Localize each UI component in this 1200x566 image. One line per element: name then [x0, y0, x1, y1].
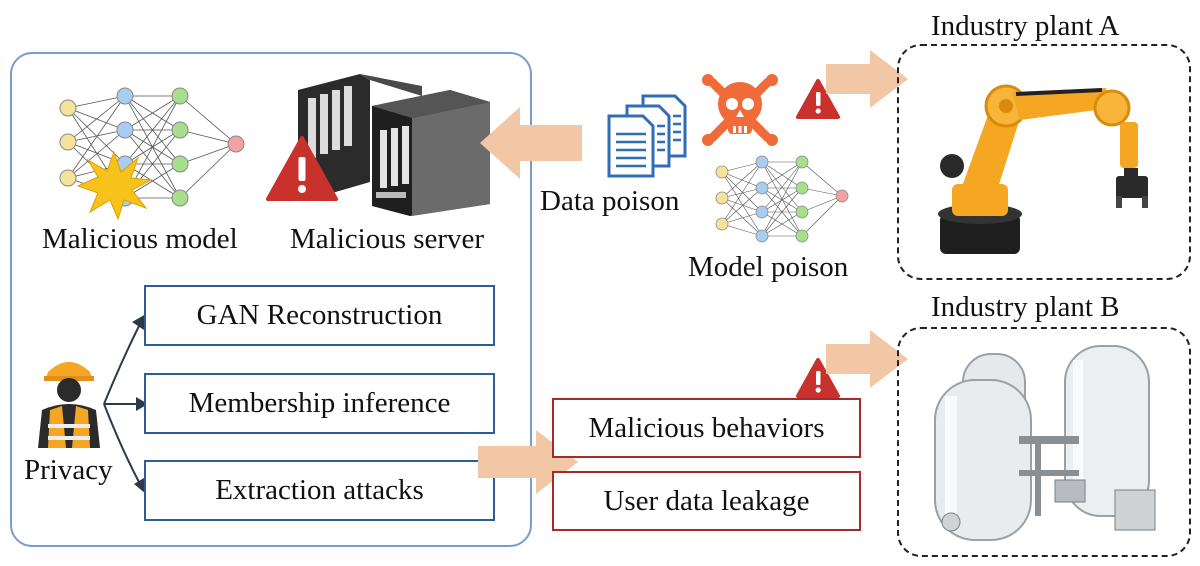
user-data-leakage-box: User data leakage	[552, 471, 861, 531]
warning-triangle-icon	[266, 136, 338, 201]
worker-icon	[38, 362, 100, 448]
arrow-to-plant-b	[826, 330, 908, 388]
model-poison-label: Model poison	[688, 251, 849, 283]
data-poison-label: Data poison	[540, 185, 680, 217]
storage-tanks-icon	[934, 345, 1156, 541]
membership-inference-box: Membership inference	[144, 373, 495, 434]
left-panel	[10, 52, 532, 547]
documents-icon	[607, 94, 687, 178]
extraction-attacks-box: Extraction attacks	[144, 460, 495, 521]
arrow-to-plant-a	[826, 50, 908, 108]
malicious-server-label: Malicious server	[290, 223, 485, 255]
malicious-model-label: Malicious model	[42, 223, 238, 255]
robot-arm-icon	[938, 84, 1148, 254]
skull-crossbones-icon	[702, 74, 778, 146]
explosion-burst-icon	[76, 150, 153, 221]
privacy-branch-arrows	[103, 314, 148, 494]
warning-triangle-icon	[796, 79, 840, 119]
malicious-behaviors-box: Malicious behaviors	[552, 398, 861, 458]
plant-a-label: Industry plant A	[931, 10, 1120, 42]
plant-b-label: Industry plant B	[931, 291, 1120, 323]
gan-reconstruction-box: GAN Reconstruction	[144, 285, 495, 346]
privacy-label: Privacy	[24, 454, 113, 486]
arrow-to-server	[480, 107, 582, 179]
warning-triangle-icon	[796, 358, 840, 398]
plant-b-box	[897, 327, 1191, 557]
neural-network-icon	[715, 155, 849, 243]
plant-a-box	[897, 44, 1191, 280]
server-icon	[298, 74, 490, 216]
